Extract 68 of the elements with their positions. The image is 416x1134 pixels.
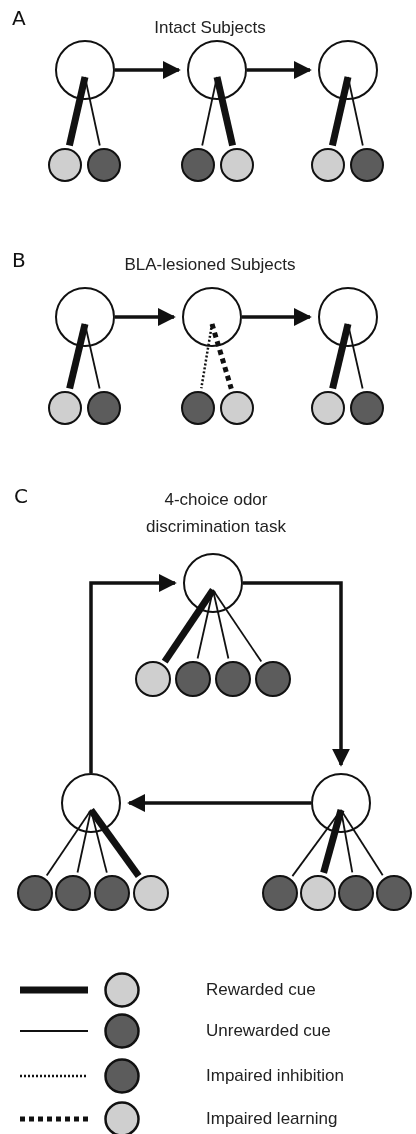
connection-line <box>340 809 354 874</box>
arrow <box>127 794 311 812</box>
legend-label: Impaired learning <box>206 1110 338 1127</box>
legend-label: Rewarded cue <box>206 981 316 998</box>
panel-title: BLA-lesioned Subjects <box>123 254 297 276</box>
arrow <box>89 574 177 773</box>
connection-line <box>209 323 234 390</box>
connection-line <box>347 76 364 147</box>
cue-circle <box>55 875 91 911</box>
cue-circle <box>376 875 412 911</box>
connection-line <box>340 809 384 877</box>
cue-circle <box>311 391 345 425</box>
odor-circle <box>183 553 243 613</box>
cue-circle <box>311 148 345 182</box>
cue-circle <box>220 391 254 425</box>
panel-title: 4-choice odor discrimination task <box>145 489 287 539</box>
odor-circle <box>55 287 115 347</box>
cue-circle <box>300 875 336 911</box>
odor-circle <box>318 287 378 347</box>
cue-circle <box>17 875 53 911</box>
panel-letter: A <box>12 8 26 28</box>
connection-line <box>84 323 101 390</box>
arrow <box>115 61 181 79</box>
cue-circle <box>87 391 121 425</box>
connection-line <box>347 323 364 390</box>
cue-circle <box>181 391 215 425</box>
connection-line <box>84 76 101 147</box>
cue-circle <box>350 148 384 182</box>
cue-circle <box>94 875 130 911</box>
panel-letter: C <box>14 486 28 506</box>
odor-circle <box>311 773 371 833</box>
cue-circle <box>215 661 251 697</box>
odor-circle <box>187 40 247 100</box>
odor-circle <box>182 287 242 347</box>
connection-line <box>212 589 263 663</box>
odor-circle <box>61 773 121 833</box>
connection-line <box>88 807 142 879</box>
legend-label: Unrewarded cue <box>206 1022 331 1039</box>
odor-circle <box>55 40 115 100</box>
connection-line <box>212 589 230 660</box>
cue-circle <box>262 875 298 911</box>
connection-line <box>320 809 345 874</box>
cue-circle <box>135 661 171 697</box>
connection-line <box>329 76 352 147</box>
connection-line <box>66 76 89 147</box>
arrow <box>247 61 312 79</box>
connection-line <box>213 76 236 147</box>
cue-circle <box>175 661 211 697</box>
cue-circle <box>48 148 82 182</box>
odor-circle <box>318 40 378 100</box>
cue-circle <box>338 875 374 911</box>
cue-circle <box>87 148 121 182</box>
cue-circle <box>181 148 215 182</box>
legend-label: Impaired inhibition <box>206 1067 344 1084</box>
arrow <box>115 308 176 326</box>
cue-circle <box>255 661 291 697</box>
connection-line <box>66 323 89 390</box>
cue-circle <box>133 875 169 911</box>
panel-letter: B <box>12 250 26 270</box>
arrow <box>242 308 312 326</box>
cue-circle <box>48 391 82 425</box>
connection-line <box>161 588 216 664</box>
panel-title: Intact Subjects <box>153 17 267 39</box>
connection-line <box>196 589 214 660</box>
cue-circle <box>220 148 254 182</box>
connection-line <box>329 323 352 390</box>
cue-circle <box>350 391 384 425</box>
arrow <box>243 581 350 767</box>
